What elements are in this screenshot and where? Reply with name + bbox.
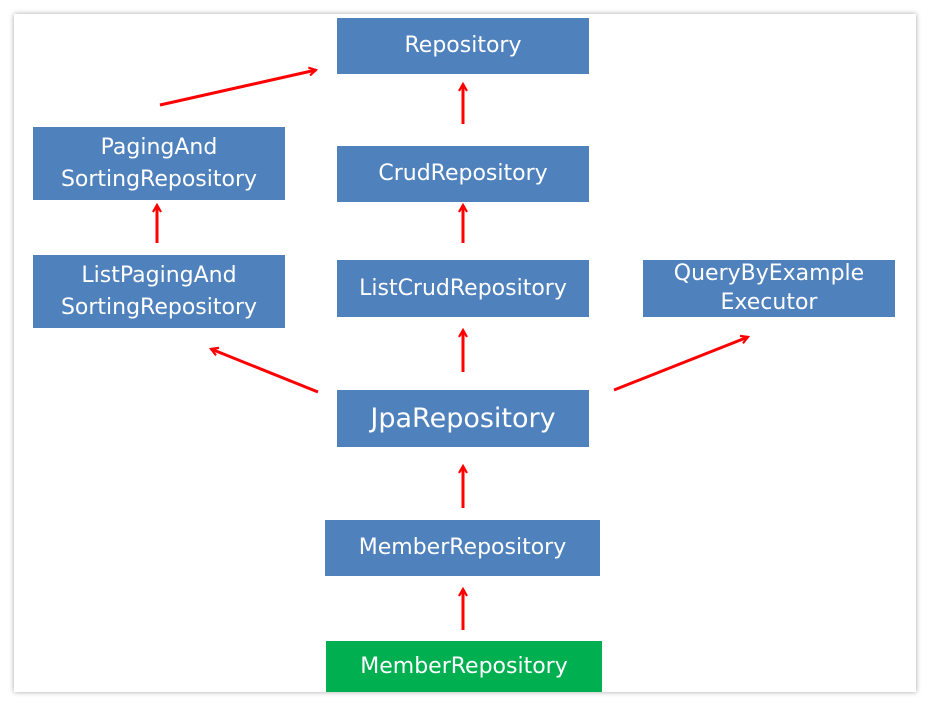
list-paging-and-sorting-repository-node: ListPagingAnd SortingRepository: [33, 255, 285, 328]
member-repository-impl-node: MemberRepository: [326, 641, 602, 692]
member-repository-interface-node: MemberRepository: [325, 520, 600, 576]
query-by-example-executor-node: QueryByExample Executor: [643, 260, 895, 317]
arrow-jpa-to-querybyexample: [613, 337, 748, 392]
arrow-jpa-to-listpaging: [211, 349, 319, 394]
list-crud-repository-node: ListCrudRepository: [337, 260, 589, 317]
paging-and-sorting-repository-node: PagingAnd SortingRepository: [33, 127, 285, 200]
repository-node: Repository: [337, 18, 589, 74]
jpa-repository-node: JpaRepository: [337, 390, 589, 447]
arrow-paging-to-repository: [159, 70, 316, 107]
crud-repository-node: CrudRepository: [337, 146, 589, 202]
